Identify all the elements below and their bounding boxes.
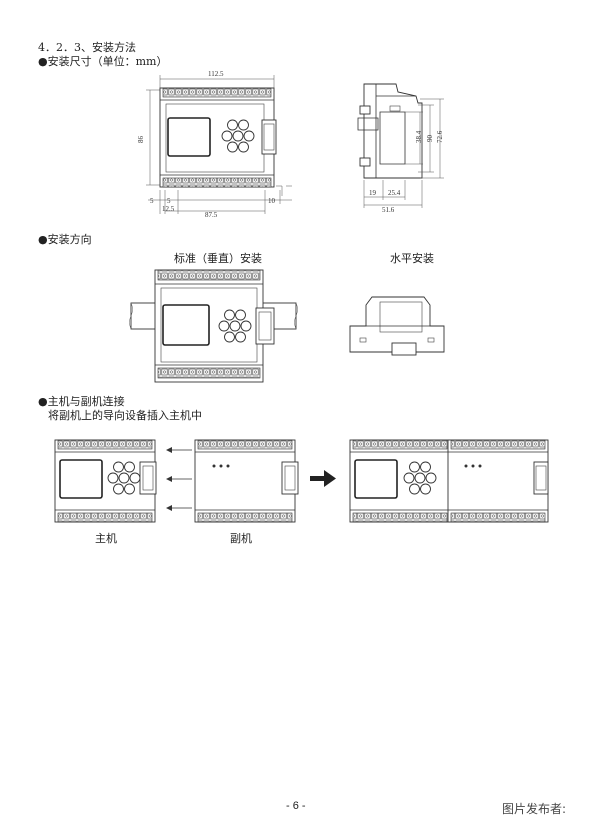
dim-pitch: 87.5 [205, 211, 218, 219]
bullet-direction: ●安装方向 [38, 233, 92, 246]
dim-side-51: 51.6 [382, 206, 395, 214]
page-number: - 6 - [286, 800, 306, 812]
bullet-connect: ●主机与副机连接 [38, 395, 125, 408]
horizontal-install-drawing [349, 296, 445, 356]
label-main-unit: 主机 [95, 532, 117, 545]
main-unit-drawing [54, 439, 157, 523]
dim-height: 86 [137, 136, 145, 144]
publisher-label: 图片发布者: [502, 802, 567, 816]
connect-description: 将副机上的导向设备插入主机中 [48, 409, 202, 422]
bullet-size: ●安装尺寸（单位：mm） [38, 55, 168, 68]
dim-side-19: 19 [369, 189, 377, 197]
dim-side-38: 38.4 [415, 130, 423, 143]
sub-unit-drawing [166, 439, 299, 523]
dim-width-total: 112.5 [208, 70, 224, 78]
dim-side-72: 72.6 [436, 130, 444, 143]
dim-side-90: 90 [426, 135, 434, 143]
label-sub-unit: 副机 [230, 532, 252, 545]
connected-units-drawing [349, 439, 549, 523]
label-vertical-install: 标准（垂直）安装 [174, 252, 262, 265]
side-view-dimensioned: 38.4 90 72.6 19 25.4 51.6 [357, 83, 444, 214]
dim-offset: 12.5 [162, 205, 175, 213]
dim-side-25: 25.4 [388, 189, 401, 197]
connect-arrow-icon [310, 470, 336, 487]
dim-right-offset: 10 [268, 197, 276, 205]
label-horizontal-install: 水平安装 [390, 252, 434, 265]
section-title: 4．2．3、安装方法 [38, 41, 136, 54]
dim-left-margin: 5 [150, 197, 154, 205]
vertical-install-drawing [129, 269, 298, 383]
dim-right-margin: 5 [167, 197, 171, 205]
front-view-dimensioned: 112.5 86 5 5 12.5 87.5 10 [137, 70, 292, 219]
